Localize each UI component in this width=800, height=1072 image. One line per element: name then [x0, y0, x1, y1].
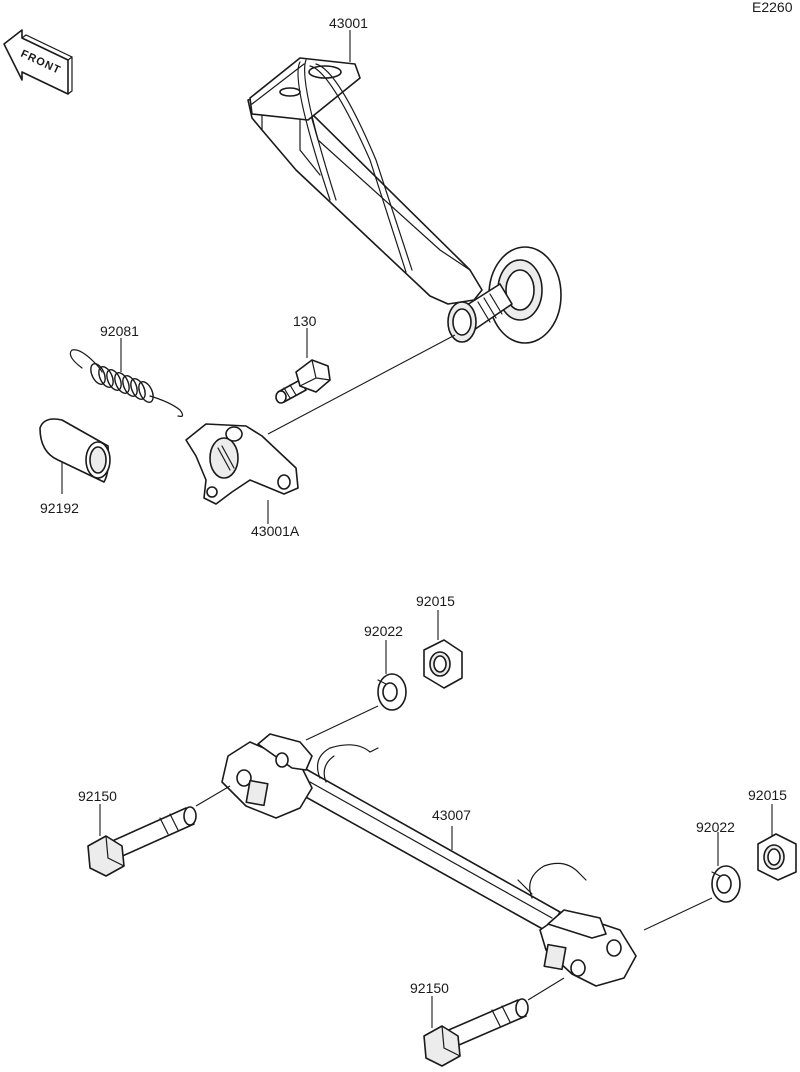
- label-92150-left: 92150: [78, 788, 117, 804]
- nut-92015-right: [757, 833, 797, 881]
- washer-92022-right: [711, 865, 741, 903]
- diagram-code: E2260: [752, 0, 793, 15]
- front-arrow-icon: FRONT: [3, 29, 73, 95]
- label-43007: 43007: [432, 807, 471, 823]
- label-92081: 92081: [100, 323, 139, 339]
- washer-92022-top: [377, 673, 407, 711]
- label-130: 130: [293, 313, 317, 329]
- bolt-92150-left: [87, 806, 197, 877]
- label-43001A: 43001A: [251, 523, 300, 539]
- rod-43007: [221, 733, 637, 987]
- label-92022-right: 92022: [696, 819, 735, 835]
- collar-92192: [39, 418, 111, 483]
- lever-43001A: [185, 423, 299, 505]
- label-43001: 43001: [329, 15, 368, 31]
- label-92192: 92192: [40, 500, 79, 516]
- bolt-130: [275, 359, 331, 404]
- label-92015-top: 92015: [416, 593, 455, 609]
- nut-92015-top: [423, 639, 463, 689]
- bolt-92150-bottom: [423, 998, 529, 1067]
- label-92150-bottom: 92150: [410, 980, 449, 996]
- spring-92081: [69, 349, 184, 417]
- brake-pedal-43001: [247, 57, 562, 344]
- label-92022-top: 92022: [364, 623, 403, 639]
- label-92015-right: 92015: [748, 787, 787, 803]
